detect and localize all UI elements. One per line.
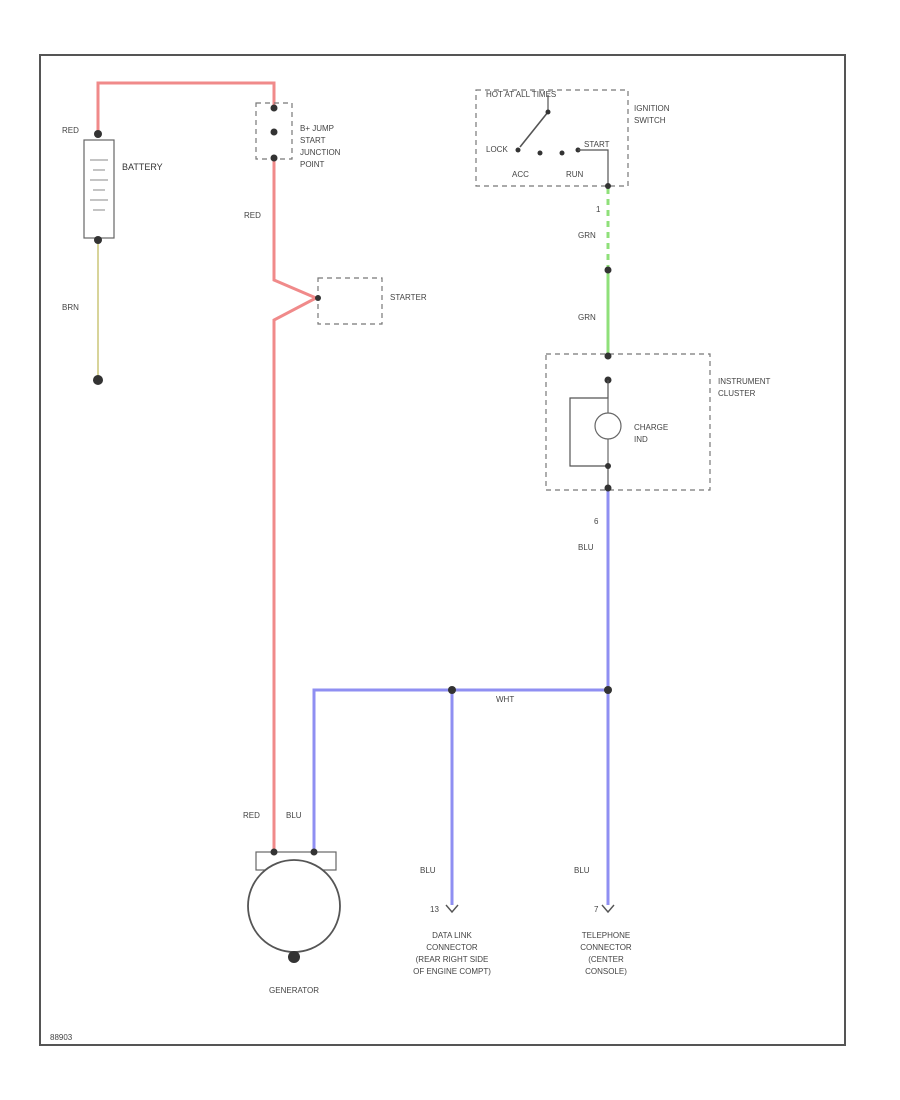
phone-pin-label: 7 <box>594 905 599 914</box>
red-wire-main-to-generator <box>272 158 320 852</box>
figure-id: 88903 <box>50 1033 73 1042</box>
phone-label-2: CONNECTOR <box>580 943 632 952</box>
ignition-switch-pin-label: 1 <box>596 205 601 214</box>
ignition-switch-label-1: IGNITION <box>634 104 670 113</box>
jump-point-bottom-terminal <box>270 154 278 162</box>
battery-symbol <box>83 139 115 239</box>
instrument-cluster-label-1: INSTRUMENT <box>718 377 771 386</box>
ignition-switch-pivot <box>545 109 551 115</box>
phone-label-1: TELEPHONE <box>582 931 630 940</box>
blu-splice-right <box>604 686 612 694</box>
jump-point-top-terminal <box>270 104 278 112</box>
wht-wire-label: WHT <box>496 695 514 704</box>
ignition-switch-acc-contact <box>537 150 543 156</box>
battery-pos-terminal <box>94 130 102 138</box>
datalink-label-2: CONNECTOR <box>426 943 478 952</box>
cluster-input-terminal <box>604 352 612 360</box>
ignition-switch-run-contact <box>559 150 565 156</box>
generator-body <box>247 859 341 953</box>
blu-splice-middle <box>448 686 456 694</box>
starter-box <box>317 277 383 325</box>
jump-point-label-4: POINT <box>300 160 325 169</box>
cluster-internal-wiring <box>569 380 609 486</box>
ignition-switch-run-label: RUN <box>566 170 584 179</box>
cluster-lower-node <box>605 463 611 469</box>
grn-upper-wire-label: GRN <box>578 231 596 240</box>
datalink-pin-label: 13 <box>430 905 439 914</box>
gen-blu-wire-label: BLU <box>286 811 302 820</box>
ignition-switch-output-line <box>578 149 609 186</box>
ignition-switch-lock-contact <box>515 147 521 153</box>
battery-neg-terminal <box>94 236 102 244</box>
generator-label: GENERATOR <box>269 986 319 995</box>
jump-point-mid-terminal <box>270 128 278 136</box>
grn-lower-wire-label: GRN <box>578 313 596 322</box>
ignition-switch-label-2: SWITCH <box>634 116 666 125</box>
ignition-switch-lock-label: LOCK <box>486 145 508 154</box>
charge-indicator-lamp <box>594 412 622 440</box>
charge-ind-label-2: IND <box>634 435 648 444</box>
generator-blu-terminal <box>310 848 318 856</box>
red-wire-battery-to-jump <box>96 81 276 135</box>
battery-brn-wire-label: BRN <box>62 303 79 312</box>
grn-inline-connector <box>604 266 612 274</box>
generator-ground <box>288 951 300 963</box>
cluster-output-terminal <box>604 484 612 492</box>
starter-label: STARTER <box>390 293 427 302</box>
phone-label-4: CONSOLE) <box>585 967 627 976</box>
datalink-blu-wire-label: BLU <box>420 866 436 875</box>
phone-connector-symbol <box>601 904 615 914</box>
jump-point-label-1: B+ JUMP <box>300 124 334 133</box>
cluster-pin-label: 6 <box>594 517 599 526</box>
ignition-switch-output-terminal <box>605 183 611 189</box>
ignition-switch-start-label: START <box>584 140 610 149</box>
instrument-cluster-box <box>545 353 711 491</box>
gen-red-wire-label: RED <box>243 811 260 820</box>
battery-red-wire-label: RED <box>62 126 79 135</box>
instrument-cluster-label-2: CLUSTER <box>718 389 756 398</box>
generator-red-terminal <box>270 848 278 856</box>
datalink-connector-symbol <box>445 904 459 914</box>
jump-point-label-2: START <box>300 136 326 145</box>
datalink-label-1: DATA LINK <box>432 931 472 940</box>
ignition-switch-acc-label: ACC <box>512 170 529 179</box>
diagram-frame <box>39 54 846 1046</box>
ignition-switch-top-label: HOT AT ALL TIMES <box>486 90 556 99</box>
datalink-label-4: OF ENGINE COMPT) <box>413 967 491 976</box>
phone-label-3: (CENTER <box>588 955 624 964</box>
ignition-switch-box <box>475 89 629 187</box>
red-main-wire-label: RED <box>244 211 261 220</box>
battery-ground-point <box>93 375 103 385</box>
charge-ind-label-1: CHARGE <box>634 423 668 432</box>
blu-cluster-wire-label: BLU <box>578 543 594 552</box>
battery-label: BATTERY <box>122 162 163 172</box>
starter-terminal <box>315 295 321 301</box>
ignition-switch-blade <box>519 111 549 148</box>
datalink-label-3: (REAR RIGHT SIDE <box>416 955 489 964</box>
phone-blu-wire-label: BLU <box>574 866 590 875</box>
jump-point-label-3: JUNCTION <box>300 148 341 157</box>
blu-wire-bus <box>312 688 608 852</box>
